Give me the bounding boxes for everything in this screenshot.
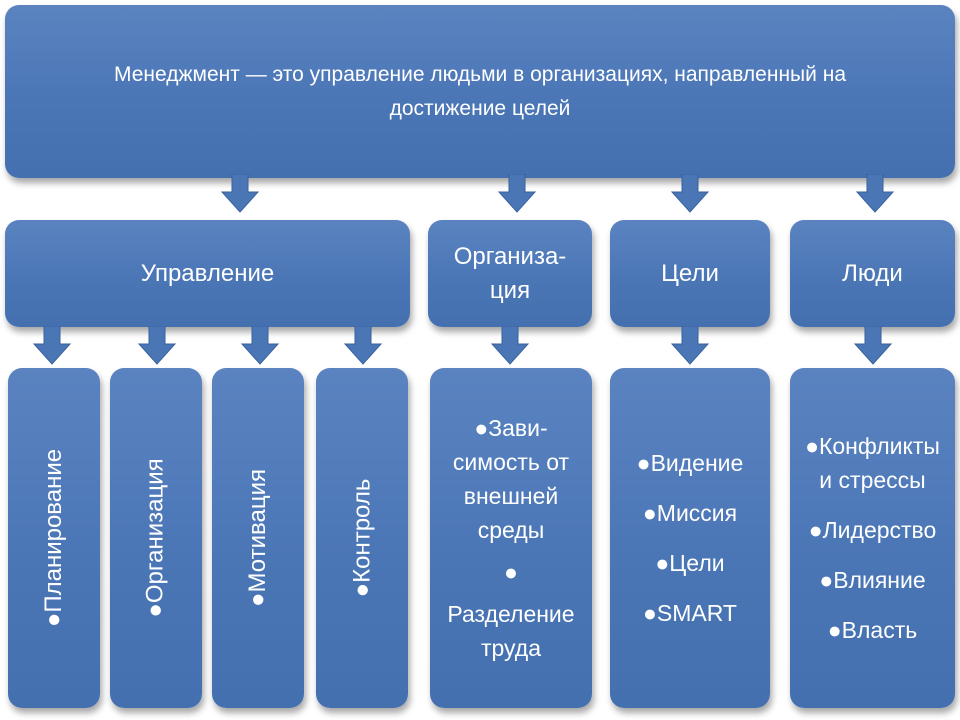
arrow-down-icon — [670, 326, 710, 365]
organization-label-line-1: Организа- — [453, 242, 567, 270]
arrow-down-icon — [670, 174, 710, 213]
people-detail-item-2: ●Лидерство — [808, 517, 937, 543]
motivation-label: ●Мотивация — [244, 469, 272, 607]
arrow-down-icon — [32, 326, 72, 365]
arrow-down-icon — [497, 174, 537, 213]
arrow-down-icon — [855, 174, 895, 213]
management-label: Управление — [140, 259, 275, 287]
organization-detail-line-5: Разделение — [447, 601, 575, 627]
organization-details-box: ●Зави- симость от внешней среды ● Раздел… — [430, 368, 592, 708]
goals-detail-item-4: ●SMART — [643, 600, 737, 626]
control-label: ●Контроль — [348, 478, 375, 598]
arrow-down-icon — [490, 326, 530, 365]
arrow-down-icon — [240, 326, 280, 365]
arrow-down-icon — [853, 326, 893, 365]
organization-detail-line-3: внешней — [463, 483, 559, 509]
goals-detail-item-2: ●Миссия — [642, 500, 738, 526]
people-box: Люди — [790, 220, 955, 327]
arrow-down-icon — [343, 326, 383, 365]
goals-box: Цели — [610, 220, 770, 327]
organization-detail-line-6: труда — [480, 635, 541, 661]
organization-detail-line-1: ●Зави- — [474, 415, 548, 441]
people-label: Люди — [842, 259, 903, 287]
organization-function-label: ●Организация — [142, 458, 169, 618]
management-box: Управление — [5, 220, 410, 327]
definition-line-2: достижение целей — [389, 96, 571, 120]
people-details-box: ●Конфликты и стрессы ●Лидерство ●Влияние… — [790, 368, 955, 708]
organization-detail-line-4: среды — [477, 517, 545, 543]
arrow-down-icon — [220, 174, 260, 213]
people-detail-item-1-line-1: ●Конфликты — [805, 433, 940, 459]
motivation-box: ●Мотивация — [212, 368, 304, 708]
organization-detail-bullet: ● — [504, 559, 518, 585]
planning-box: ●Планирование — [8, 368, 100, 708]
organization-function-box: ●Организация — [110, 368, 202, 708]
organization-box: Организа- ция — [428, 220, 592, 327]
goals-detail-item-3: ●Цели — [655, 550, 725, 576]
organization-label-line-2: ция — [489, 276, 531, 304]
organization-detail-line-2: симость от — [452, 449, 570, 475]
definition-box: Менеджмент — это управление людьми в орг… — [5, 5, 955, 178]
people-detail-item-3: ●Влияние — [819, 567, 926, 593]
people-detail-item-1-line-2: и стрессы — [819, 467, 926, 493]
goals-details-box: ●Видение ●Миссия ●Цели ●SMART — [610, 368, 770, 708]
control-box: ●Контроль — [316, 368, 408, 708]
definition-line-1: Менеджмент — это управление людьми в орг… — [114, 62, 846, 86]
people-detail-item-4: ●Власть — [827, 617, 918, 643]
goals-detail-item-1: ●Видение — [636, 450, 744, 476]
planning-label: ●Планирование — [40, 448, 68, 628]
goals-label: Цели — [661, 259, 719, 287]
arrow-down-icon — [137, 326, 177, 365]
